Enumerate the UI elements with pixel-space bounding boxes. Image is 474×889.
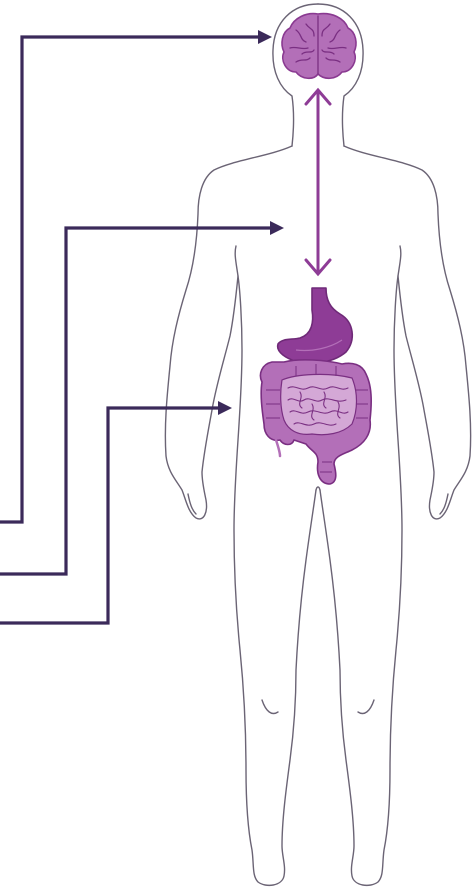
- body-left-outline: [165, 146, 316, 885]
- body-right-outline: [320, 146, 471, 885]
- connector-brain: [0, 37, 262, 522]
- appendix: [276, 440, 280, 456]
- right-chest-line: [398, 246, 401, 276]
- connector-gut: [0, 408, 220, 623]
- stomach-shape: [278, 288, 353, 363]
- right-knee-line: [358, 700, 374, 714]
- brain-shape: [282, 14, 356, 79]
- right-hand-detail: [440, 494, 448, 514]
- connector-gut-arrowhead: [218, 401, 232, 415]
- connector-torso-arrowhead: [270, 221, 284, 235]
- crotch-outline: [316, 487, 320, 490]
- small-intestine: [281, 374, 357, 434]
- intestines-icon: [260, 360, 371, 484]
- stomach-icon: [278, 288, 353, 363]
- left-knee-line: [262, 700, 278, 714]
- connector-torso: [0, 228, 272, 574]
- gut-brain-axis-arrow: [306, 90, 330, 274]
- connector-brain-arrowhead: [258, 30, 272, 44]
- left-chest-line: [235, 246, 238, 276]
- left-hand-detail: [188, 494, 196, 514]
- brain-icon: [282, 14, 356, 79]
